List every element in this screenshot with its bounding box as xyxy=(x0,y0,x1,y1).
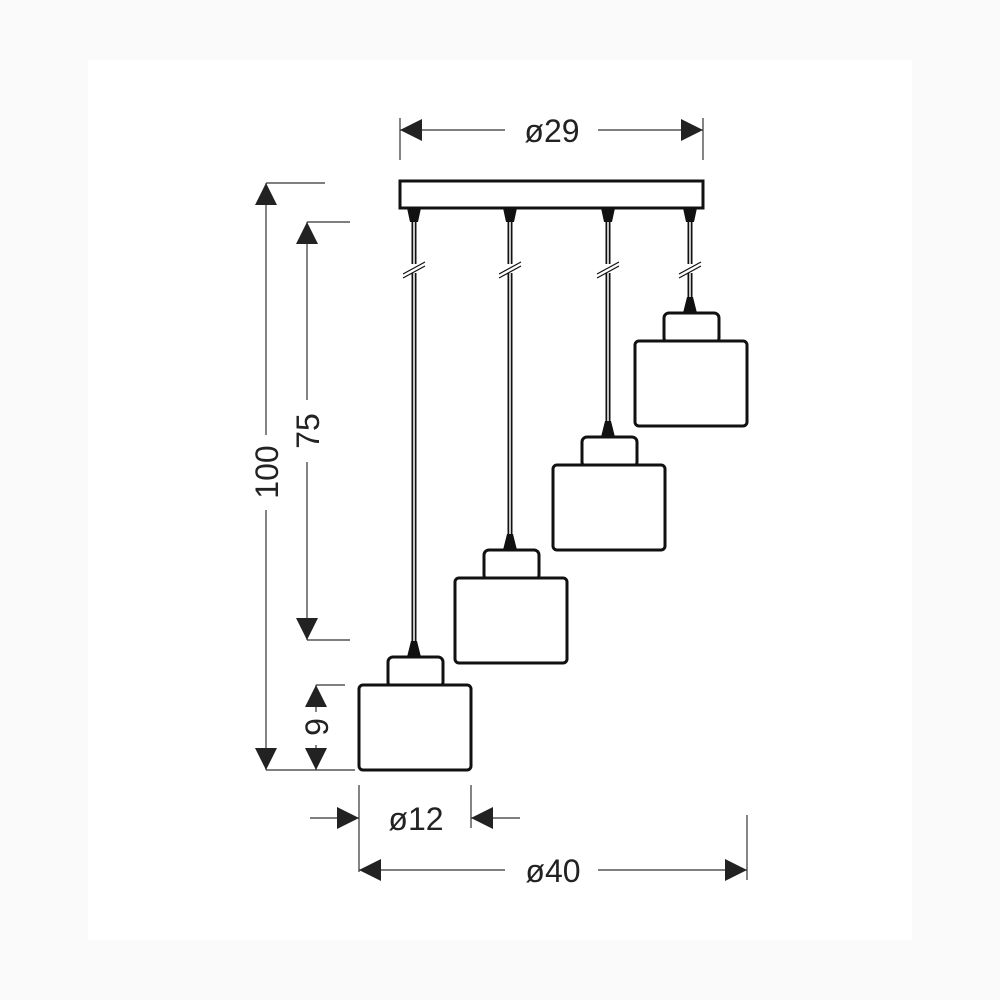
ceiling-canopy xyxy=(398,179,705,210)
break-mark xyxy=(498,261,522,275)
pendant-lamp-4 xyxy=(633,208,749,428)
total-diameter-label: ø40 xyxy=(525,853,580,889)
dimension-total-diameter: ø40 xyxy=(359,815,748,889)
canopy-width-label: ø29 xyxy=(524,113,579,149)
lamp-socket xyxy=(407,641,421,657)
dimension-canopy-width: ø29 xyxy=(399,113,704,160)
dimension-cable-length: 75 xyxy=(290,221,350,641)
break-mark xyxy=(402,261,426,275)
pendant-lamp-3 xyxy=(551,208,667,552)
dimension-shade-height: 9 xyxy=(299,684,345,770)
lamp-cap xyxy=(662,311,721,345)
lamp-cap xyxy=(580,435,639,469)
lamp-shade xyxy=(357,683,473,772)
cable-holder xyxy=(683,208,697,222)
cable-holder xyxy=(407,208,421,222)
cable-holder xyxy=(503,208,517,222)
lamp-socket xyxy=(683,297,697,313)
break-mark xyxy=(596,261,620,275)
shade-diameter-label: ø12 xyxy=(388,801,443,837)
lamp-socket xyxy=(503,534,517,550)
total-height-label: 100 xyxy=(249,445,285,498)
pendant-lamp-1 xyxy=(357,208,473,772)
lamp-shade xyxy=(633,339,749,428)
shade-height-label: 9 xyxy=(299,718,335,736)
cable-holder xyxy=(601,208,615,222)
lamp-cap xyxy=(386,655,445,689)
dimension-total-height: 100 xyxy=(249,182,355,771)
lamp-shade xyxy=(551,463,667,552)
pendant-lamp-2 xyxy=(453,208,569,665)
cable-length-label: 75 xyxy=(290,413,326,449)
lamp-cap xyxy=(482,548,541,582)
break-mark xyxy=(678,261,702,275)
dimension-shade-diameter: ø12 xyxy=(310,785,520,872)
lamp-shade xyxy=(453,576,569,665)
lamp-socket xyxy=(601,421,615,437)
